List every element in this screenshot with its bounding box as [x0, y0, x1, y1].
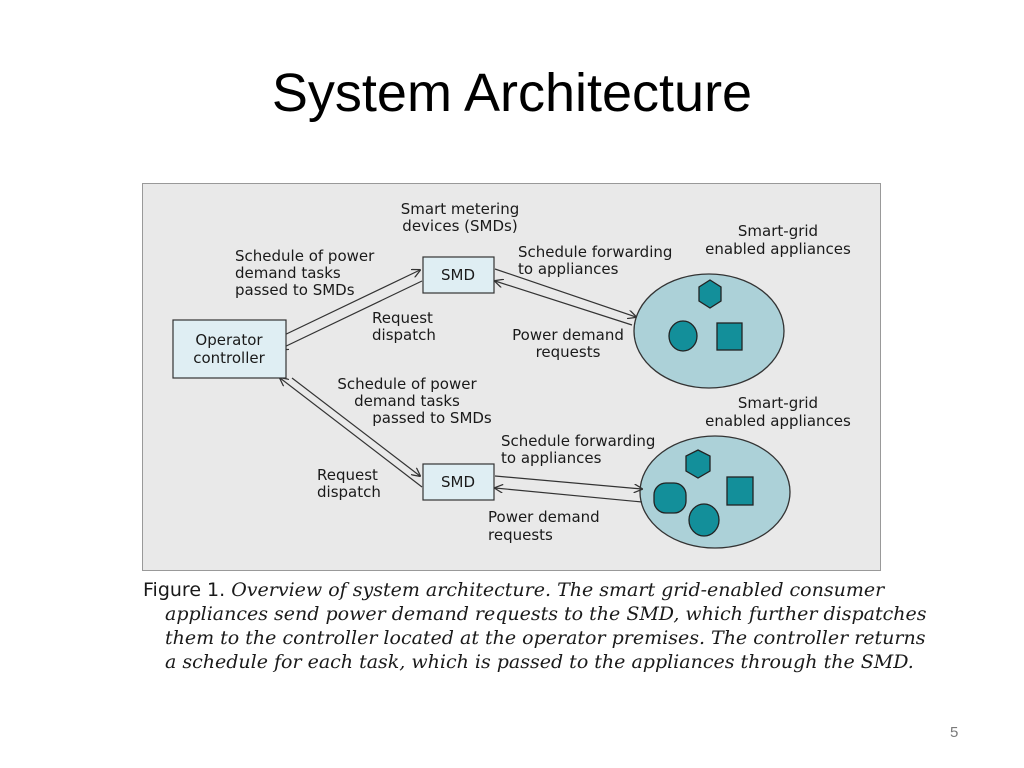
- power-bottom-label-line2: requests: [488, 526, 553, 544]
- appliances-top-label-line2: enabled appliances: [705, 240, 851, 258]
- forwarding-top-label-line1: Schedule forwarding: [518, 243, 672, 261]
- schedule-bottom-label-line1: Schedule of power: [337, 375, 477, 393]
- smd-top-box: [422, 256, 495, 294]
- schedule-bottom-label-line3: passed to SMDs: [372, 409, 492, 427]
- forwarding-bottom-label-line2: to appliances: [501, 449, 602, 467]
- arrow-request-to-controller-top: [280, 280, 423, 349]
- request-top-label-line1: Request: [372, 309, 433, 327]
- appliance-rounded-square-icon: [653, 482, 687, 514]
- caption-text: appliances send power demand requests to…: [165, 603, 927, 625]
- smd-group-label-line1: Smart metering: [401, 200, 519, 218]
- smd-bottom-label: SMD: [441, 473, 475, 491]
- request-bottom-label-line2: dispatch: [317, 483, 381, 501]
- figure-caption: Figure 1. Overview of system architectur…: [143, 578, 927, 674]
- caption-text: a schedule for each task, which is passe…: [165, 651, 914, 673]
- appliance-hexagon-icon: [698, 279, 722, 309]
- power-top-label-line2: requests: [536, 343, 601, 361]
- operator-controller-label-line2: controller: [193, 349, 265, 367]
- request-top-label-line2: dispatch: [372, 326, 436, 344]
- caption-line: Figure 1. Overview of system architectur…: [143, 578, 893, 602]
- appliances-top-label-line1: Smart-grid: [738, 222, 818, 240]
- arrow-forward-to-appliances-bottom: [494, 475, 642, 489]
- figure-label: Figure 1.: [143, 579, 226, 601]
- power-bottom-label-line1: Power demand: [488, 508, 600, 526]
- arrow-request-to-controller-bottom: [280, 378, 423, 488]
- request-bottom-label-line1: Request: [317, 466, 378, 484]
- schedule-bottom-label-line2: demand tasks: [354, 392, 460, 410]
- schedule-top-label-line1: Schedule of power: [235, 247, 375, 265]
- appliance-circle-icon: [688, 503, 720, 537]
- page-number: 5: [950, 724, 959, 741]
- smd-bottom-box: [422, 463, 495, 501]
- smd-group-label-line2: devices (SMDs): [402, 217, 517, 235]
- power-top-label-line1: Power demand: [512, 326, 624, 344]
- architecture-diagram: Operator controller SMD SMD Smart meteri…: [142, 183, 881, 571]
- arrow-forward-to-appliances-top: [494, 268, 636, 317]
- arrow-schedule-to-smd-top: [277, 270, 420, 339]
- arrow-schedule-to-smd-bottom: [291, 377, 420, 476]
- appliance-hexagon-icon: [685, 449, 711, 479]
- forwarding-top-label-line2: to appliances: [518, 260, 619, 278]
- schedule-top-label-line2: demand tasks: [235, 264, 341, 282]
- forwarding-bottom-label-line1: Schedule forwarding: [501, 432, 655, 450]
- arrow-power-demand-top: [495, 281, 633, 326]
- appliances-top-ellipse: [633, 273, 785, 389]
- operator-controller-label-line1: Operator: [195, 331, 263, 349]
- smd-top-label: SMD: [441, 266, 475, 284]
- appliances-bottom-label-line1: Smart-grid: [738, 394, 818, 412]
- appliance-square-icon: [726, 476, 754, 506]
- appliance-square-icon: [716, 322, 743, 351]
- appliance-circle-icon: [668, 320, 698, 352]
- operator-controller-box: [172, 319, 287, 379]
- caption-text: Overview of system architecture. The sma…: [231, 579, 885, 601]
- schedule-top-label-line3: passed to SMDs: [235, 281, 355, 299]
- appliances-bottom-label-line2: enabled appliances: [705, 412, 851, 430]
- slide-title: System Architecture: [271, 63, 753, 123]
- arrow-power-demand-bottom: [495, 488, 643, 503]
- caption-text: them to the controller located at the op…: [165, 627, 926, 649]
